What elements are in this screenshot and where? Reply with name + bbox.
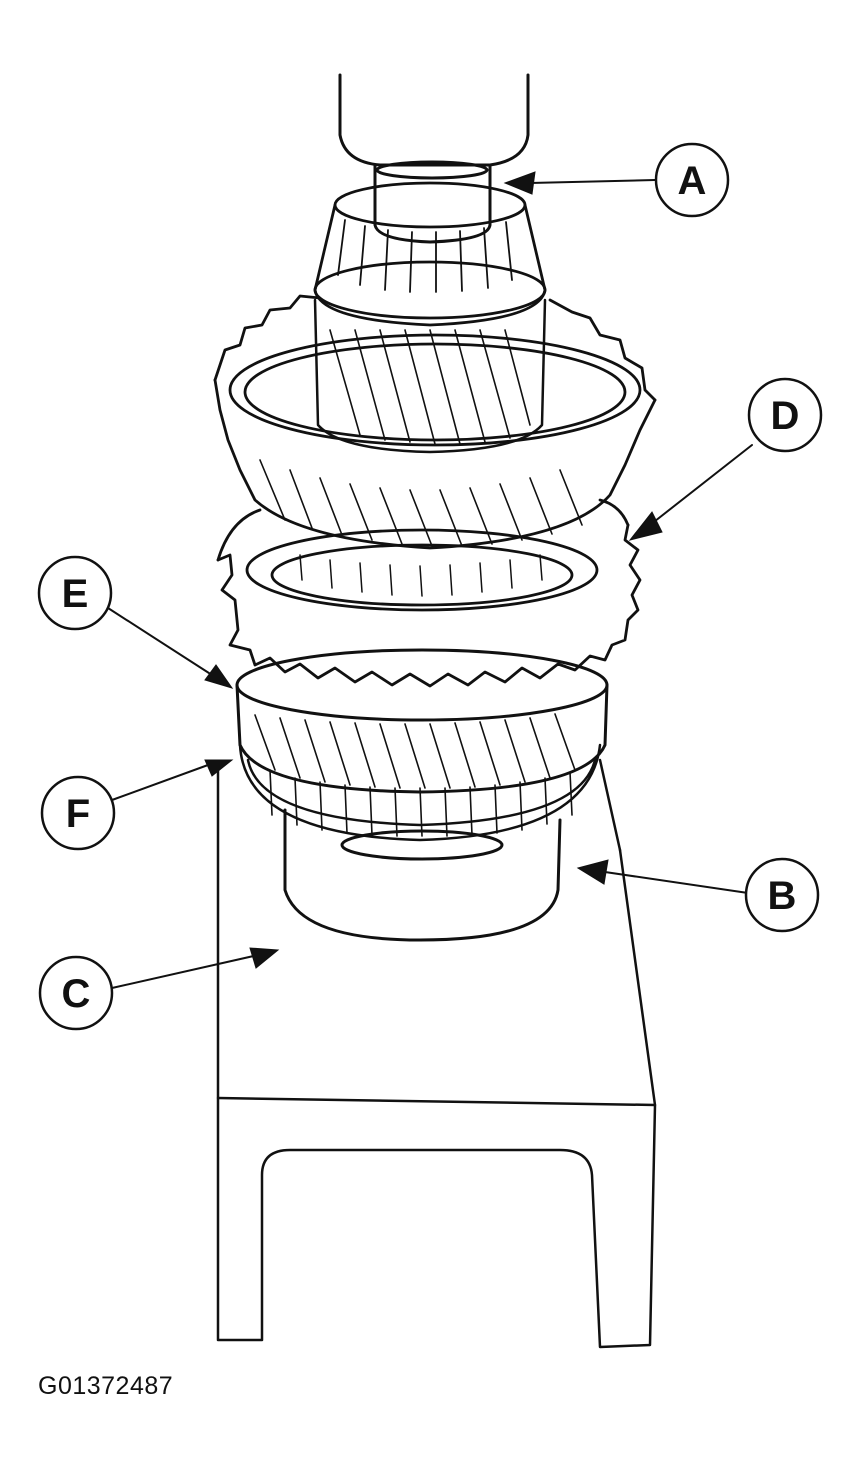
leader-f: [111, 764, 209, 801]
callout-d-label: D: [771, 394, 800, 438]
callout-b: B: [744, 857, 820, 933]
callout-f-label: F: [66, 792, 90, 836]
callout-d-circle: [747, 377, 823, 453]
lower-hub: [238, 743, 602, 842]
callout-e-label: E: [62, 572, 89, 616]
callout-a-circle: [654, 142, 730, 218]
callout-b-circle: [744, 857, 820, 933]
arrow-c: [249, 947, 280, 969]
callout-b-label: B: [768, 874, 797, 918]
leader-e: [107, 607, 213, 676]
press-ram: [338, 73, 530, 244]
support-stand: [216, 758, 657, 1349]
leader-b: [604, 871, 749, 894]
arrow-a: [503, 171, 536, 195]
callout-e: E: [37, 555, 113, 631]
callout-a-label: A: [678, 159, 707, 203]
arrow-d: [628, 511, 663, 541]
callout-a: A: [654, 142, 730, 218]
helical-gear-upper: [213, 294, 657, 550]
spur-gear-middle: [216, 498, 642, 688]
tapered-roller-bearing: [313, 181, 547, 327]
callout-d: D: [747, 377, 823, 453]
callout-c-label: C: [62, 972, 91, 1016]
figure-id: G01372487: [38, 1372, 174, 1400]
arrow-f: [204, 759, 234, 777]
callout-c: C: [38, 955, 114, 1031]
leader-d: [649, 444, 753, 526]
shaft-helical-section: [313, 298, 547, 454]
arrow-e: [204, 664, 234, 689]
leader-c: [111, 954, 259, 989]
arrowheads: [204, 171, 663, 969]
leader-lines: [107, 179, 753, 989]
callout-c-circle: [38, 955, 114, 1031]
callout-e-circle: [37, 555, 113, 631]
callout-f: F: [40, 775, 116, 851]
callout-f-circle: [40, 775, 116, 851]
helical-gear-lower: [235, 648, 609, 794]
leader-a: [529, 179, 656, 184]
arrow-b: [576, 859, 609, 885]
